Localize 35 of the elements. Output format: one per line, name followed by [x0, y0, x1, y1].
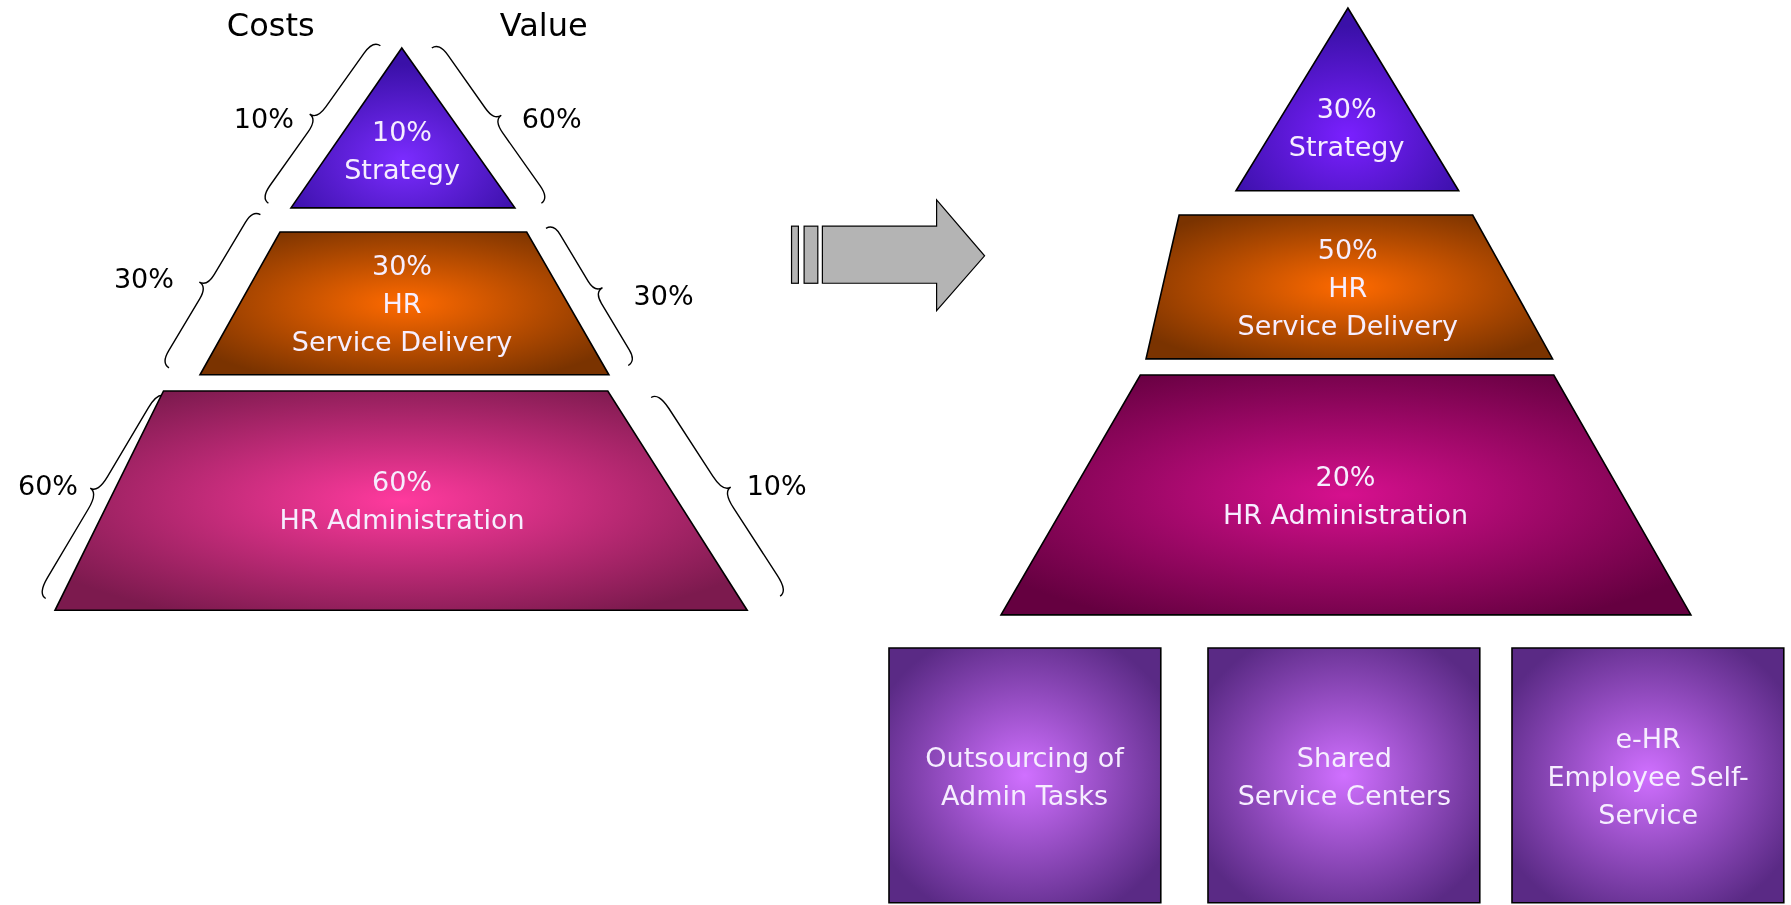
node-text: Shared [1296, 740, 1392, 775]
column-heading: Costs [226, 6, 315, 45]
percentage-label: 10% [233, 102, 294, 134]
node-text: Service Centers [1237, 778, 1451, 813]
process-box [1208, 647, 1481, 903]
percentage-label: 60% [17, 469, 78, 501]
node-text: HR Administration [1222, 497, 1469, 532]
node-text: Strategy [1288, 129, 1405, 164]
percentage-label: 30% [633, 279, 694, 311]
node-text: HR Administration [279, 503, 525, 538]
node-text: 60% [372, 465, 433, 500]
percentage-label: 10% [746, 469, 807, 501]
node-text: 20% [1315, 459, 1376, 494]
node-text: 30% [372, 248, 433, 283]
pyramid-tier [199, 231, 609, 375]
node-text: Employee Self-Service [1546, 759, 1750, 832]
process-box [1512, 647, 1785, 903]
node-text: e-HR [1615, 721, 1681, 756]
node-text: 50% [1317, 232, 1378, 267]
node-text: HR [1328, 270, 1368, 305]
node-text: HR [382, 286, 422, 321]
node-text: Strategy [344, 152, 460, 187]
node-text: 30% [1316, 91, 1377, 126]
node-text: 10% [372, 114, 433, 149]
process-box [888, 647, 1161, 903]
pyramid-tier [1000, 374, 1691, 615]
node-text: Outsourcing of Admin Tasks [924, 740, 1126, 813]
column-heading: Value [499, 6, 588, 45]
node-text: Service Delivery [291, 324, 513, 359]
pyramid-tier [1145, 214, 1553, 359]
node-text: Service Delivery [1237, 308, 1458, 343]
percentage-label: 30% [113, 262, 174, 294]
pyramid-triangle [1235, 8, 1459, 191]
pyramid-triangle [291, 47, 516, 208]
percentage-label: 60% [521, 102, 582, 134]
